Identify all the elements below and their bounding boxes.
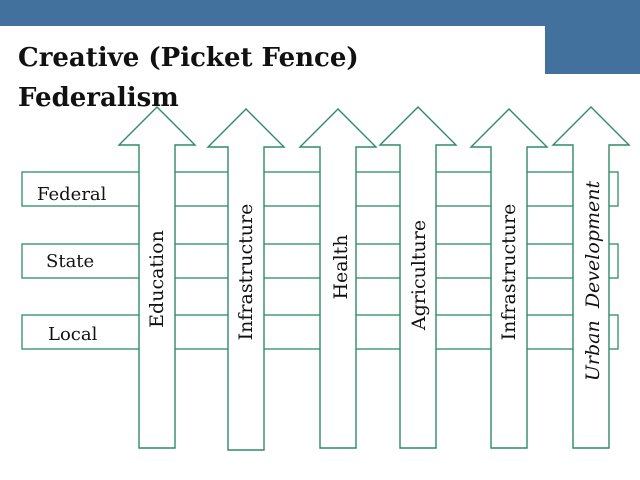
picket-label-education: Education xyxy=(146,230,168,328)
picket-arrow-agriculture xyxy=(378,106,458,449)
picket-arrow-infrastructure-1 xyxy=(206,108,286,451)
picket-arrow-health xyxy=(298,108,378,449)
level-label-federal: Federal xyxy=(37,184,107,205)
picket-label-agriculture: Agriculture xyxy=(408,220,430,331)
picket-label-infrastructure-1: Infrastructure xyxy=(235,204,257,341)
title-line-2: Federalism xyxy=(18,83,179,113)
picket-arrow-infrastructure-2 xyxy=(469,108,549,449)
picket-arrow-education xyxy=(117,106,197,449)
picket-label-urban-development: Urban Development xyxy=(582,181,604,382)
picket-label-health: Health xyxy=(330,234,352,299)
level-label-state: State xyxy=(46,251,94,272)
corner-accent-block xyxy=(545,0,640,74)
slide-title: Creative (Picket Fence) Federalism xyxy=(18,38,359,118)
title-line-1: Creative (Picket Fence) xyxy=(18,43,359,73)
picket-arrow-urban-development xyxy=(551,106,631,449)
picket-label-infrastructure-2: Infrastructure xyxy=(498,204,520,341)
header-bar xyxy=(0,0,640,26)
level-label-local: Local xyxy=(48,324,98,345)
